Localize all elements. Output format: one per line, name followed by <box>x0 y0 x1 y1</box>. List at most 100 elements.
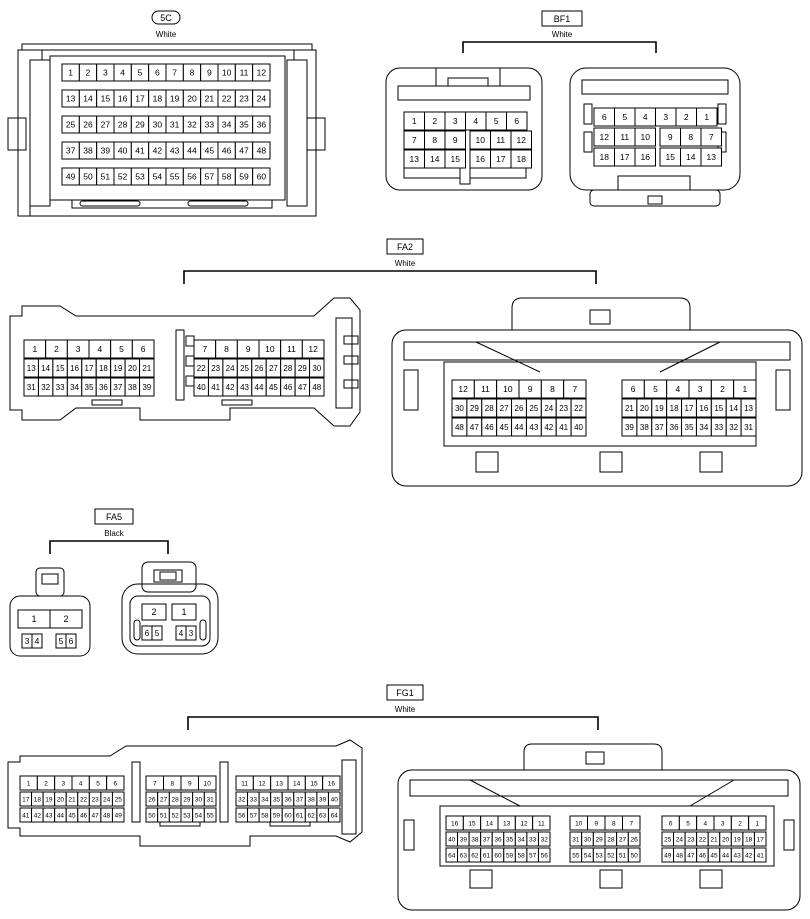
pin-number: 14 <box>729 404 738 413</box>
pin-number: 15 <box>310 780 318 787</box>
pin-number: 35 <box>239 120 249 130</box>
pin-cell <box>252 63 271 82</box>
pin-number: 19 <box>733 836 741 843</box>
connector-5c-color: White <box>156 30 177 39</box>
connector-fg1-female-body <box>7 739 363 847</box>
pin-cell <box>506 111 528 131</box>
pin-cell <box>322 775 341 791</box>
pin-number: 10 <box>641 132 651 142</box>
pin-number: 54 <box>153 172 163 182</box>
pin-number: 44 <box>187 146 197 156</box>
pin-number: 6 <box>514 116 519 126</box>
pin-cell <box>185 625 197 641</box>
pin-number: 4 <box>97 344 102 354</box>
pin-cell <box>700 127 722 147</box>
connector-fg1-id: FG1 <box>396 688 414 698</box>
pin-number: 53 <box>135 172 145 182</box>
pin-number: 2 <box>63 614 68 624</box>
pin-number: 22 <box>574 404 583 413</box>
pin-number: 30 <box>312 364 321 373</box>
pin-number: 10 <box>265 344 275 354</box>
pin-number: 8 <box>612 820 616 827</box>
pin-number: 1 <box>756 820 760 827</box>
pin-number: 22 <box>197 364 206 373</box>
pin-cell <box>252 141 271 160</box>
pin-number: 30 <box>584 836 592 843</box>
pin-number: 41 <box>211 383 220 392</box>
pin-number: 8 <box>224 344 229 354</box>
pin-number: 13 <box>276 780 284 787</box>
pin-number: 23 <box>211 364 220 373</box>
pin-number: 59 <box>506 852 514 859</box>
pin-number: 19 <box>170 94 180 104</box>
pin-number: 7 <box>153 780 157 787</box>
connector-fa2-id: FA2 <box>397 242 413 252</box>
pin-number: 15 <box>451 154 461 164</box>
pin-cell <box>753 831 767 847</box>
pin-number: 3 <box>721 820 725 827</box>
pin-cell <box>49 609 83 629</box>
pin-number: 46 <box>80 812 88 819</box>
pin-number: 14 <box>293 780 301 787</box>
pin-number: 13 <box>410 154 420 164</box>
pin-number: 17 <box>135 94 145 104</box>
pin-number: 5 <box>119 344 124 354</box>
pin-number: 22 <box>80 796 88 803</box>
pin-number: 8 <box>170 780 174 787</box>
pin-number: 45 <box>269 383 278 392</box>
pin-number: 56 <box>238 812 246 819</box>
pin-number: 32 <box>729 423 738 432</box>
connector-5c-tag <box>151 10 181 25</box>
pin-number: 55 <box>207 812 215 819</box>
pin-number: 31 <box>207 796 215 803</box>
pin-number: 8 <box>432 135 437 145</box>
pin-number: 43 <box>529 423 538 432</box>
pin-number: 54 <box>195 812 203 819</box>
pin-number: 40 <box>331 796 339 803</box>
pin-number: 45 <box>68 812 76 819</box>
connector-fa5-pair-bracket <box>49 540 169 554</box>
connector-fa2-female-body <box>9 297 361 427</box>
pin-number: 36 <box>670 423 679 432</box>
pin-number: 23 <box>91 796 99 803</box>
connector-bf1-pair-bracket <box>462 41 657 53</box>
pin-number: 33 <box>56 383 65 392</box>
pin-number: 36 <box>257 120 267 130</box>
pin-number: 24 <box>103 796 111 803</box>
pin-number: 14 <box>686 152 696 162</box>
pin-number: 32 <box>187 120 197 130</box>
pin-number: 61 <box>483 852 491 859</box>
pin-number: 61 <box>296 812 304 819</box>
pin-number: 38 <box>471 836 479 843</box>
connector-fg1-male-body <box>397 743 801 911</box>
pin-number: 38 <box>128 383 137 392</box>
pin-number: 38 <box>640 423 649 432</box>
pin-number: 39 <box>101 146 111 156</box>
pin-number: 62 <box>471 852 479 859</box>
pin-number: 35 <box>506 836 514 843</box>
pin-number: 45 <box>710 852 718 859</box>
pin-number: 42 <box>745 852 753 859</box>
pin-number: 41 <box>757 852 765 859</box>
pin-number: 28 <box>118 120 128 130</box>
pin-number: 25 <box>664 836 672 843</box>
connector-5c-id: 5C <box>160 13 172 23</box>
pin-number: 26 <box>631 836 639 843</box>
pin-number: 39 <box>460 836 468 843</box>
pin-number: 34 <box>70 383 79 392</box>
pin-number: 44 <box>57 812 65 819</box>
pin-number: 21 <box>142 364 151 373</box>
pin-number: 16 <box>118 94 128 104</box>
pin-number: 20 <box>722 836 730 843</box>
pin-number: 42 <box>226 383 235 392</box>
pin-number: 4 <box>675 384 680 394</box>
pin-number: 11 <box>481 384 490 394</box>
pin-number: 5 <box>653 384 658 394</box>
pin-number: 32 <box>541 836 549 843</box>
